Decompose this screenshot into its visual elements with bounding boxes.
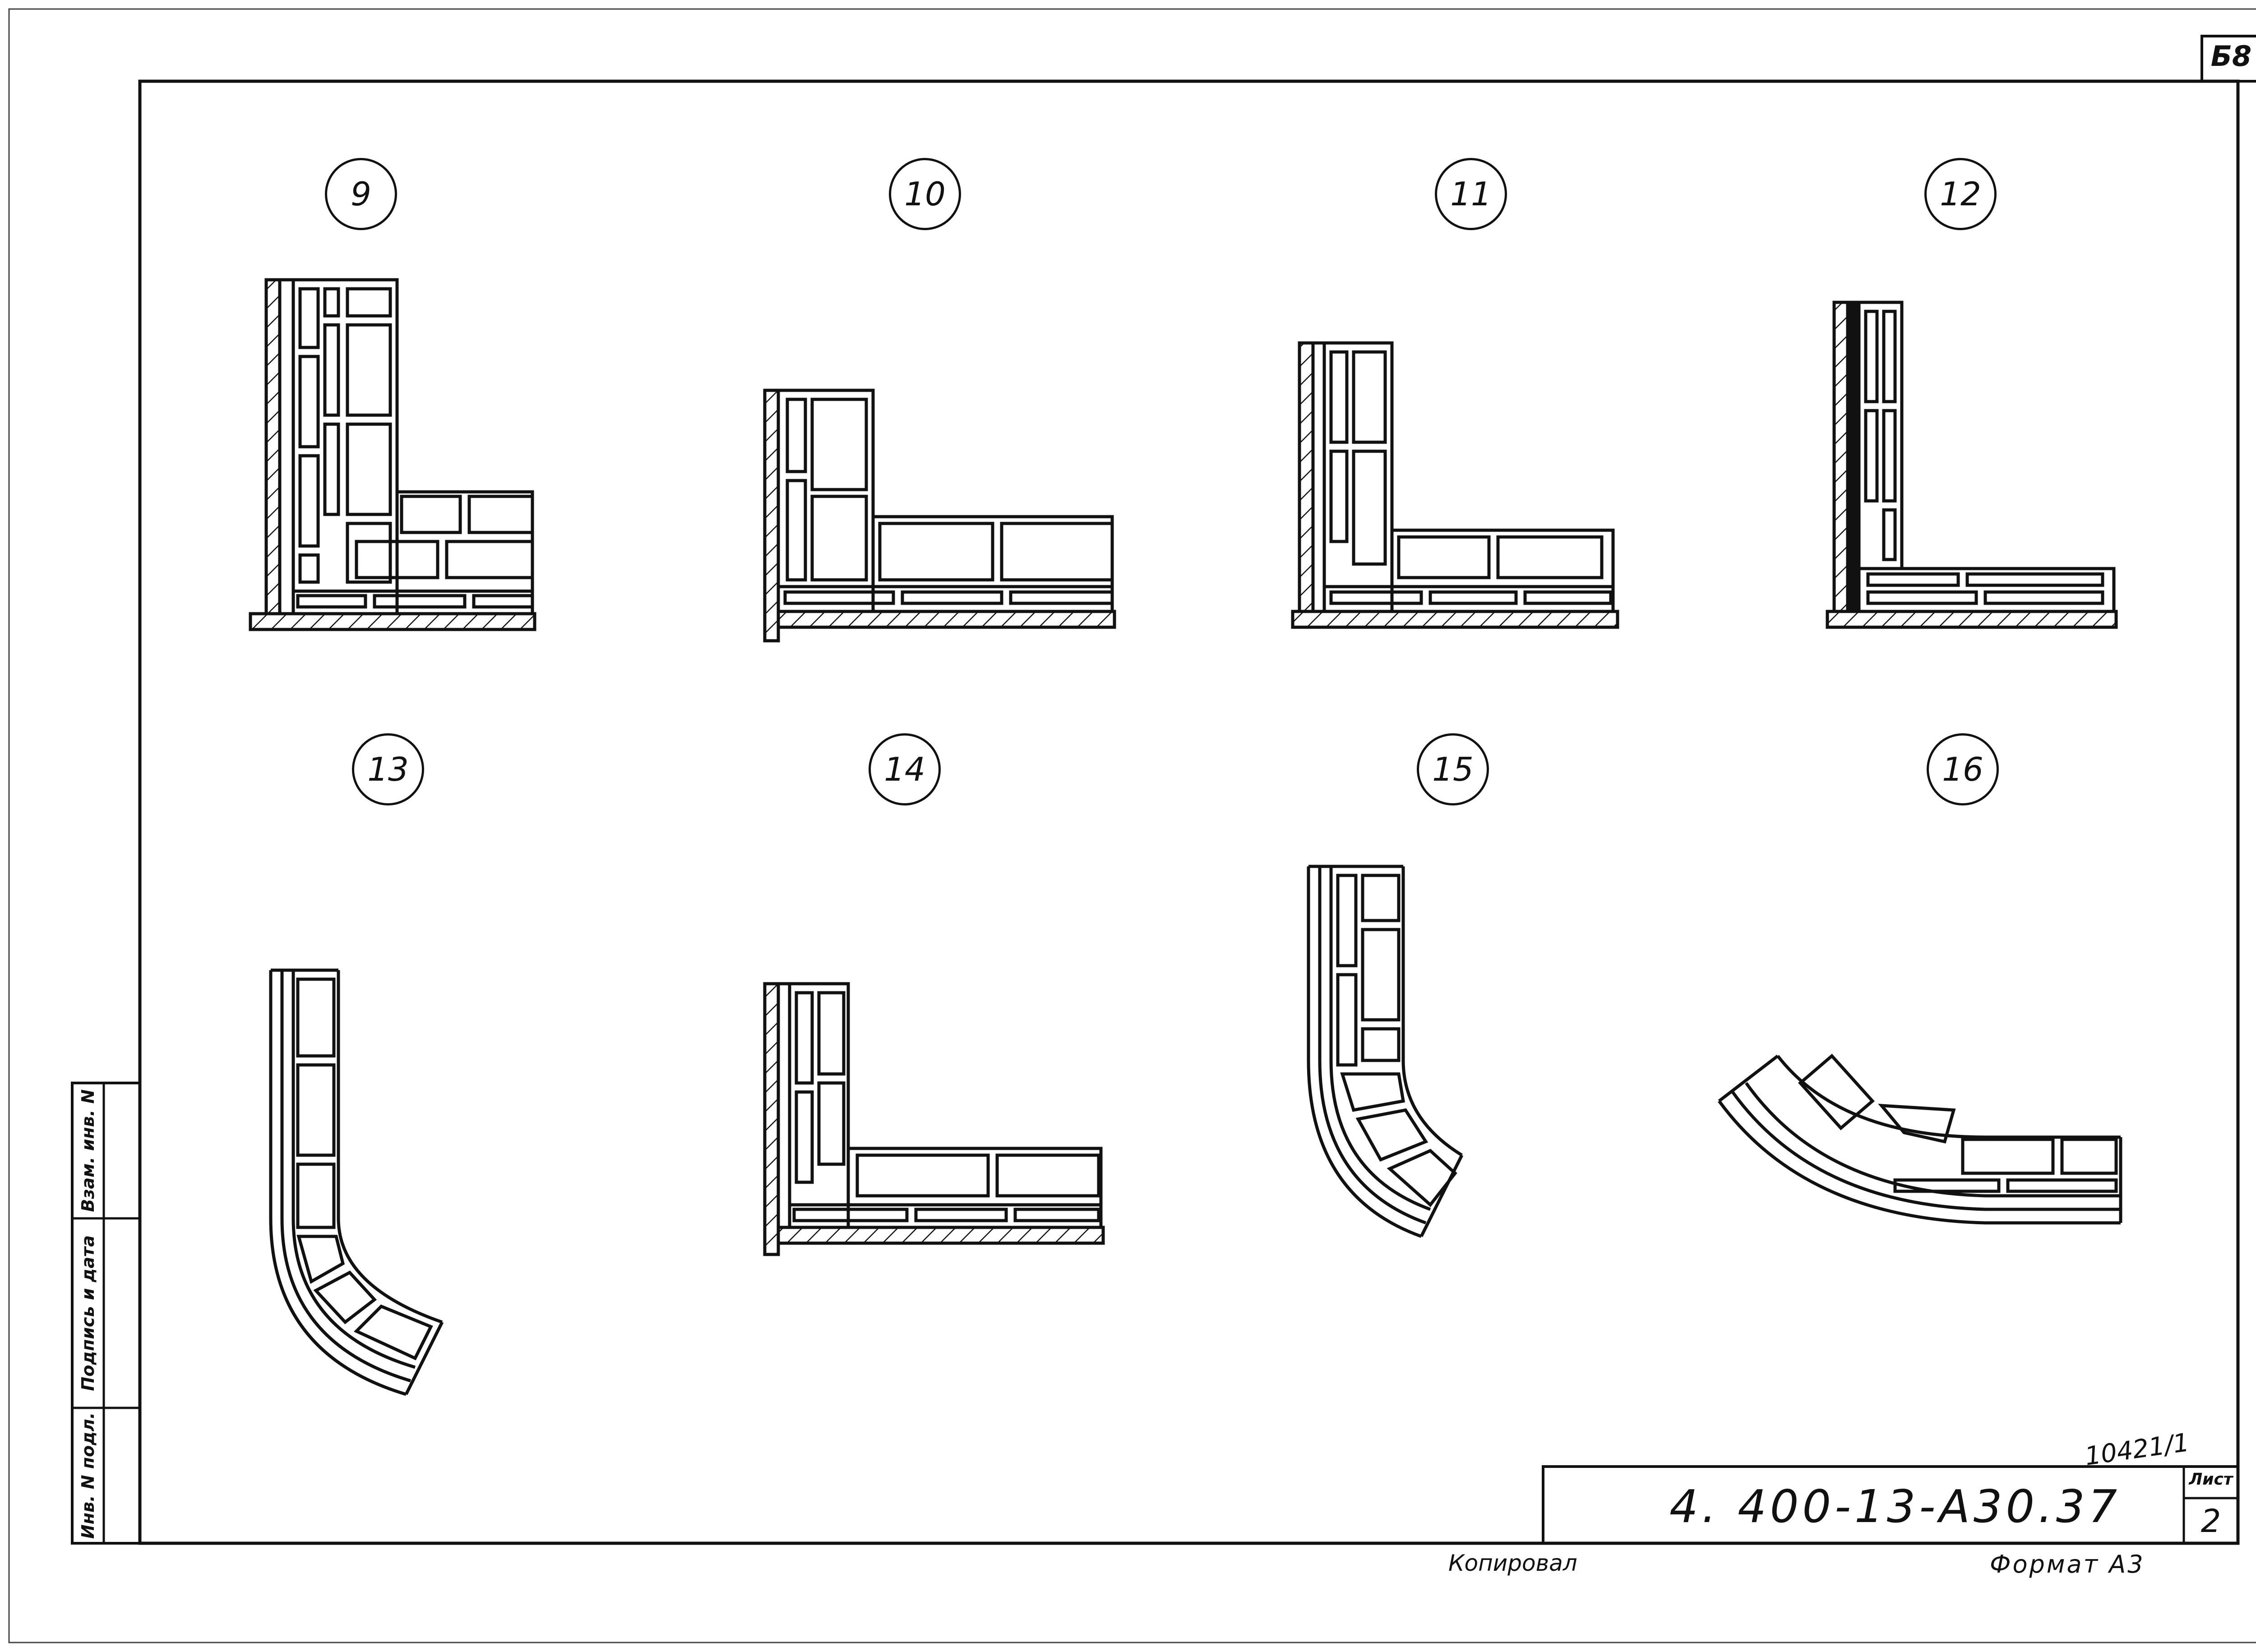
detail-16-drawing <box>1718 1054 2122 1225</box>
detail-10-drawing <box>763 389 1116 643</box>
detail-11-drawing <box>1291 341 1619 629</box>
side-stamp-replaced-inv: Взам. инв. N <box>78 1089 98 1212</box>
detail-number-11: 11 <box>1435 158 1507 230</box>
document-code: 4. 400-13-А30.37 <box>1669 1480 2121 1533</box>
copied-by-label: Копировал <box>1448 1550 1577 1576</box>
detail-number-10: 10 <box>889 158 961 230</box>
sheet-label: Лист <box>2189 1470 2233 1489</box>
detail-number-15: 15 <box>1417 733 1489 805</box>
detail-9-drawing <box>249 278 536 631</box>
outer-trim-line <box>8 8 2256 1643</box>
detail-15-drawing <box>1307 865 1464 1238</box>
sheet-number: 2 <box>2201 1503 2221 1540</box>
detail-number-13: 13 <box>352 733 424 805</box>
detail-number-9: 9 <box>325 158 397 230</box>
side-stamp-sign-date: Подпись и дата <box>78 1235 98 1391</box>
sheet-tag: Б8 <box>2210 40 2252 73</box>
detail-number-16: 16 <box>1927 733 1999 805</box>
detail-13-drawing <box>269 968 444 1396</box>
detail-number-14: 14 <box>869 733 941 805</box>
format-label: Формат А3 <box>1990 1550 2145 1578</box>
drawing-frame <box>138 79 2240 1545</box>
detail-number-12: 12 <box>1924 158 1997 230</box>
detail-12-drawing <box>1826 301 2118 629</box>
title-block <box>1542 1465 2239 1545</box>
detail-14-drawing <box>763 982 1105 1256</box>
side-stamp-inv-no: Инв. N подл. <box>78 1412 98 1539</box>
side-stamp <box>71 1082 141 1545</box>
